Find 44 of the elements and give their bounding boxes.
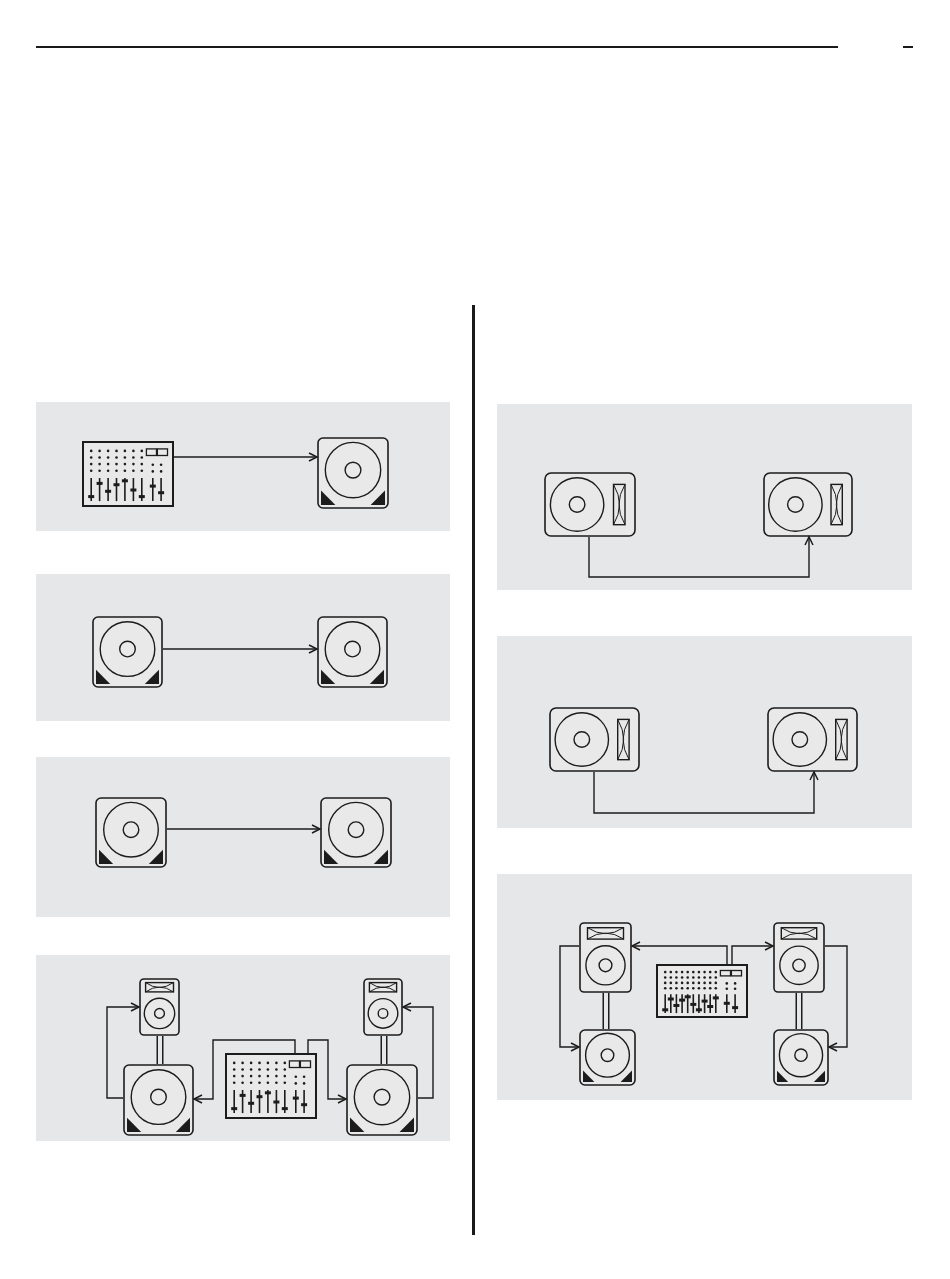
arrow [731,941,774,965]
arrow [402,1002,434,1099]
diagram-panel [497,404,912,590]
subwoofer-drawing [579,1029,636,1086]
subwoofer-drawing [123,1064,194,1136]
arrow [166,824,321,834]
monitor-speaker-drawing [549,707,640,772]
diagram-panel [497,874,912,1100]
subwoofer-drawing [320,797,392,868]
subwoofer-drawing [317,616,388,688]
arrow [193,1039,296,1104]
mixing-console-drawing [656,964,748,1018]
loudspeaker-drawing [773,922,825,993]
subwoofer-drawing [317,437,389,509]
loudspeaker-drawing [363,978,403,1036]
arrow [588,536,814,578]
diagram-panel [36,757,450,917]
arrow [307,1039,347,1104]
mixing-console-drawing [225,1053,317,1119]
arrow [106,1002,140,1099]
subwoofer-drawing [346,1064,418,1136]
diagram-panel [36,955,450,1141]
subwoofer-drawing [773,1029,829,1086]
arrow [559,945,580,1052]
loudspeaker-drawing [579,922,632,993]
mixing-console-drawing [82,441,174,507]
monitor-speaker-drawing [767,707,858,772]
arrow [173,452,318,462]
stand-pole [156,1036,164,1064]
monitor-speaker-drawing [763,472,853,537]
subwoofer-drawing [95,797,167,868]
diagram-panel [36,574,450,721]
arrow [593,771,819,814]
stand-pole [795,993,803,1029]
arrow [162,644,318,654]
stand-pole [380,1036,388,1064]
stand-pole [602,993,610,1029]
arrow [824,945,848,1052]
monitor-speaker-drawing [544,472,636,537]
subwoofer-drawing [92,616,163,688]
diagram-panel [497,636,912,828]
diagram-panel [36,402,450,531]
loudspeaker-drawing [139,978,180,1036]
arrow [631,941,728,965]
